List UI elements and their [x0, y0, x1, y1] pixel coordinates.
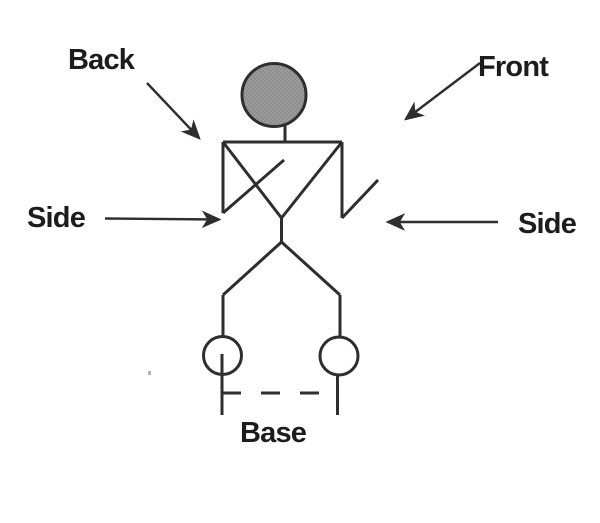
right-arm-line — [340, 178, 380, 220]
torso-diagonal-right — [280, 141, 344, 219]
right-wheel — [318, 335, 360, 377]
back-label: Back — [68, 44, 136, 76]
left-thigh-line — [221, 240, 283, 297]
front-arrow — [403, 62, 481, 121]
side-right-label: Side — [518, 208, 577, 240]
torso-cross-line — [222, 158, 285, 215]
front-label: Front — [478, 51, 549, 83]
torso-diagonal-left — [221, 141, 283, 219]
base-label: Base — [240, 417, 307, 449]
side-left-arrow — [104, 210, 222, 229]
right-thigh-line — [280, 240, 342, 297]
scan-speck — [148, 371, 151, 375]
back-arrow — [146, 82, 201, 140]
figure-head-texture — [243, 65, 305, 125]
side-left-label: Side — [27, 202, 86, 234]
